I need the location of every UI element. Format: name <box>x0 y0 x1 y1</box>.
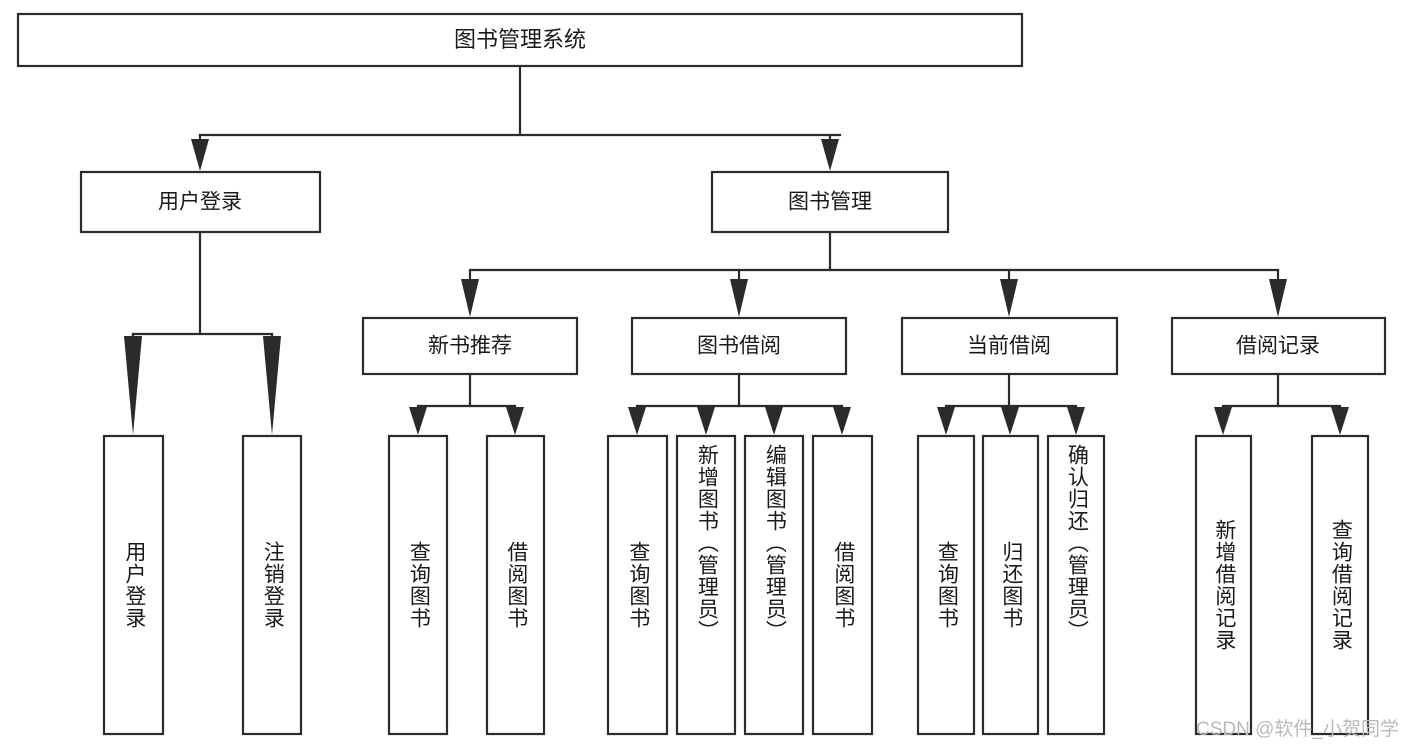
node-book-manage-box[interactable] <box>710 170 950 234</box>
leaf-box-add-book[interactable] <box>675 434 737 736</box>
leaf-box-query-borrow-record[interactable] <box>1310 434 1370 736</box>
node-user-login[interactable]: 用户登录 <box>79 170 322 234</box>
node-book-manage-label: 图书管理 <box>788 191 872 214</box>
connector-group-user-login <box>124 230 281 435</box>
leaf-box-borrow-book-rec[interactable] <box>485 434 546 736</box>
connector-group-book-borrow <box>628 372 851 435</box>
arrow-head-user-login <box>191 139 209 171</box>
arrow-head-book-borrow <box>730 279 748 317</box>
node-book-borrow-label: 图书借阅 <box>697 335 781 358</box>
node-root-box[interactable] <box>16 12 1024 68</box>
connector-group-borrow-record <box>1214 372 1349 435</box>
arrow-head-leaf-confirm-return <box>1067 407 1085 435</box>
node-borrow-record-label: 借阅记录 <box>1236 335 1320 358</box>
arrow-head-book-manage <box>821 139 839 171</box>
node-borrow-record-box[interactable] <box>1170 316 1387 376</box>
arrow-head-leaf-add-book <box>697 407 715 435</box>
node-borrow-record[interactable]: 借阅记录 <box>1170 316 1387 376</box>
leaf-box-add-borrow-record[interactable] <box>1194 434 1253 736</box>
leaf-box-edit-book[interactable] <box>743 434 805 736</box>
arrow-head-borrow-record <box>1269 279 1287 317</box>
leaf-box-query-book-borrow[interactable] <box>606 434 669 736</box>
arrow-head-leaf-add-borrow-record <box>1214 407 1232 435</box>
leaf-box-group <box>102 434 1370 736</box>
node-new-book-rec-box[interactable] <box>361 316 579 376</box>
leaf-box-query-book-rec[interactable] <box>387 434 449 736</box>
node-root[interactable]: 图书管理系统 <box>16 12 1024 68</box>
arrow-head-leaf-edit-book <box>765 407 783 435</box>
arrow-head-leaf-query-borrow-record <box>1331 407 1349 435</box>
node-user-login-label: 用户登录 <box>158 191 242 214</box>
node-book-manage[interactable]: 图书管理 <box>710 170 950 234</box>
leaf-box-query-book-cur[interactable] <box>916 434 976 736</box>
arrow-head-leaf-query-book-rec <box>409 407 427 435</box>
arrow-head-new-book-rec <box>461 279 479 317</box>
leaf-box-borrow-book[interactable] <box>811 434 874 736</box>
node-new-book-rec[interactable]: 新书推荐 <box>361 316 579 376</box>
node-user-login-box[interactable] <box>79 170 322 234</box>
node-book-borrow-box[interactable] <box>630 316 848 376</box>
node-root-label: 图书管理系统 <box>454 27 586 52</box>
node-book-borrow[interactable]: 图书借阅 <box>630 316 848 376</box>
connector-group-current-borrow <box>937 372 1085 435</box>
leaf-box-confirm-return[interactable] <box>1046 434 1106 736</box>
node-current-borrow-label: 当前借阅 <box>967 335 1051 358</box>
arrow-head-current-borrow <box>1000 279 1018 317</box>
leaf-box-return-book[interactable] <box>981 434 1040 736</box>
arrow-head-leaf-borrow-book-rec <box>506 407 524 435</box>
connector-group-new-book-rec <box>409 372 524 435</box>
arrow-head-leaf-borrow-book <box>833 407 851 435</box>
arrow-head-leaf-return-book <box>1001 407 1019 435</box>
connector-group-book-manage <box>461 230 1287 317</box>
leaf-box-user-login[interactable] <box>102 434 165 736</box>
arrow-head-leaf-user-login <box>124 336 142 435</box>
arrow-head-leaf-user-logout <box>263 336 281 435</box>
node-current-borrow[interactable]: 当前借阅 <box>900 316 1119 376</box>
arrow-head-leaf-query-book-borrow <box>628 407 646 435</box>
node-new-book-rec-label: 新书推荐 <box>428 335 512 358</box>
node-current-borrow-box[interactable] <box>900 316 1119 376</box>
arrow-head-leaf-query-book-cur <box>937 407 955 435</box>
leaf-box-user-logout[interactable] <box>241 434 303 736</box>
connector-group-root <box>191 64 842 171</box>
